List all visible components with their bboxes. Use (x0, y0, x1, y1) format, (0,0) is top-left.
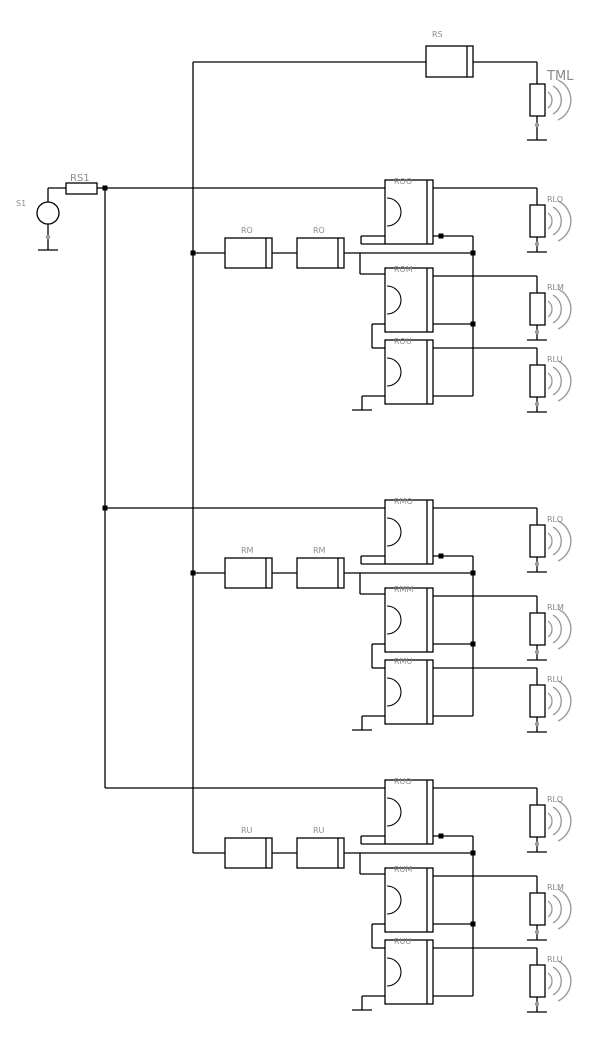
branch-block[interactable]: RMM (384, 585, 434, 653)
line-resistor[interactable]: RU (296, 826, 345, 869)
top-resistor-label: RS (432, 30, 443, 39)
branch-block-label: RMO (394, 497, 413, 506)
branch-block-label: RUU (394, 937, 411, 946)
line-resistor-label: RU (241, 826, 253, 835)
load-resistor[interactable]: RLO (527, 188, 572, 253)
line-resistor[interactable]: RO (296, 226, 345, 269)
branch-group-3: RU RU RUO RUM RUU RLO RLM RLU (193, 777, 572, 1013)
line-resistor[interactable]: RM (296, 546, 345, 589)
load-resistor-label: RLO (547, 795, 563, 804)
branch-block-label: RUM (394, 865, 412, 874)
top-branch: RS TML (193, 30, 574, 141)
branch-block-label: ROM (394, 265, 413, 274)
line-resistor-label: RM (313, 546, 326, 555)
load-resistor[interactable]: RLM (527, 596, 572, 661)
branch-block[interactable]: ROM (384, 265, 434, 333)
branch-block-label: RUO (394, 777, 412, 786)
load-resistor[interactable]: RLO (527, 508, 572, 573)
branch-block[interactable]: RUM (384, 865, 434, 933)
load-resistor-label: RLM (547, 883, 564, 892)
load-resistor[interactable]: RLM (527, 276, 572, 341)
branch-block[interactable]: RUU (384, 937, 434, 1005)
load-resistor[interactable]: RLM (527, 876, 572, 941)
load-resistor[interactable]: RLU (527, 948, 572, 1013)
source-label: S1 (16, 199, 26, 208)
load-resistor[interactable]: RLO (527, 788, 572, 853)
branch-block-label: RMU (394, 657, 412, 666)
secondary-bus (190, 62, 196, 853)
branch-group-1: RO RO ROO ROM ROU RLO RLM RLU (193, 177, 572, 413)
branch-group-2: RM RM RMO RMM RMU RLO RLM RLU (193, 497, 572, 733)
line-resistor[interactable]: RM (224, 546, 273, 589)
line-resistor[interactable]: RO (224, 226, 273, 269)
branch-block-label: ROO (394, 177, 412, 186)
load-resistor-label: RLU (547, 355, 563, 364)
branch-block-label: RMM (394, 585, 413, 594)
tml-label: TML (546, 69, 574, 84)
line-resistor-label: RO (313, 226, 325, 235)
line-resistor-label: RU (313, 826, 325, 835)
voltage-source[interactable]: S1 (16, 188, 60, 251)
load-resistor-label: RLO (547, 515, 563, 524)
main-bus (102, 185, 385, 789)
branch-block[interactable]: ROO (384, 177, 434, 245)
load-resistor-label: RLU (547, 955, 563, 964)
branch-block[interactable]: RMU (384, 657, 434, 725)
source-resistor-label: RS1 (70, 173, 90, 184)
branch-groups: RO RO ROO ROM ROU RLO RLM RLU RM RM RMO RMM RMU RLO RL… (193, 177, 572, 1013)
load-resistor-label: RLM (547, 603, 564, 612)
branch-block[interactable]: ROU (384, 337, 434, 405)
branch-block-label: ROU (394, 337, 412, 346)
load-resistor[interactable]: RLU (527, 348, 572, 413)
branch-block[interactable]: RMO (384, 497, 434, 565)
branch-block[interactable]: RUO (384, 777, 434, 845)
line-resistor-label: RO (241, 226, 253, 235)
line-resistor[interactable]: RU (224, 826, 273, 869)
top-resistor[interactable]: RS (425, 30, 474, 78)
load-resistor-label: RLM (547, 283, 564, 292)
load-resistor[interactable]: RLU (527, 668, 572, 733)
source-resistor[interactable]: RS1 (48, 173, 105, 195)
load-resistor-label: RLU (547, 675, 563, 684)
load-resistor-label: RLO (547, 195, 563, 204)
line-resistor-label: RM (241, 546, 254, 555)
tml-load[interactable]: TML (527, 69, 574, 141)
